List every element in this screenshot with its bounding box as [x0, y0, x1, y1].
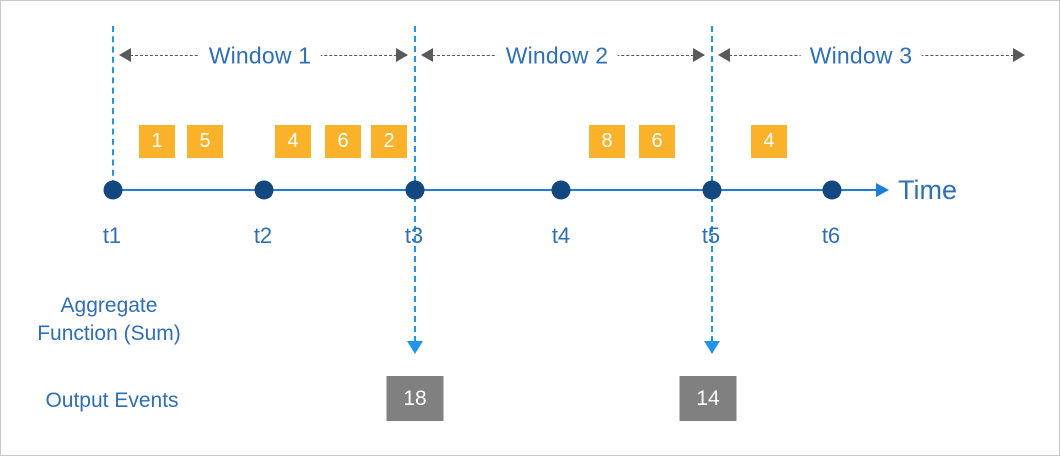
boundary-line-t1: [112, 26, 114, 186]
timeline-tick-dot-t1: [103, 180, 123, 200]
window-3-left-arrowhead: [718, 48, 730, 62]
event-box: 1: [139, 125, 175, 158]
window-2-label: Window 2: [496, 42, 618, 70]
timeline-axis: [112, 189, 876, 191]
timeline-tick-label-t1: t1: [102, 223, 122, 248]
timeline-tick-dot-t3: [405, 180, 425, 200]
output-box: 14: [679, 376, 737, 421]
window-3-label: Window 3: [800, 42, 922, 70]
window-1-right-arrowhead: [396, 48, 408, 62]
event-box: 4: [275, 125, 311, 158]
event-box: 6: [639, 125, 675, 158]
timeline-tick-label-t4: t4: [551, 223, 571, 248]
timeline-tick-dot-t2: [254, 180, 274, 200]
output-box: 18: [386, 376, 444, 421]
event-box: 6: [325, 125, 361, 158]
timeline-tick-label-t3: t3: [404, 223, 424, 248]
output-events-caption: Output Events: [45, 389, 179, 412]
timeline-tick-label-t6: t6: [821, 223, 841, 248]
window-1-left-arrowhead: [119, 48, 131, 62]
window-1-label: Window 1: [199, 42, 321, 70]
aggregate-function-line-1: Aggregate: [60, 294, 158, 317]
timeline-arrowhead: [876, 183, 889, 197]
timeline-tick-dot-t6: [822, 180, 842, 200]
timeline-tick-label-t5: t5: [701, 223, 721, 248]
event-box: 4: [751, 125, 787, 158]
timeline-tick-dot-t5: [702, 180, 722, 200]
boundary-arrow-t5: [704, 341, 720, 354]
event-box: 8: [589, 125, 625, 158]
timeline-tick-label-t2: t2: [253, 223, 273, 248]
timeline-axis-label: Time: [898, 175, 957, 205]
timeline-tick-dot-t4: [551, 180, 571, 200]
window-2-left-arrowhead: [421, 48, 433, 62]
window-3-right-arrowhead: [1013, 48, 1025, 62]
event-box: 2: [371, 125, 407, 158]
aggregate-function-line-2: Function (Sum): [37, 321, 181, 345]
aggregate-function-caption: Aggregate Function (Sum): [37, 292, 181, 348]
event-box: 5: [187, 125, 223, 158]
window-2-right-arrowhead: [693, 48, 705, 62]
boundary-arrow-t3: [407, 341, 423, 354]
